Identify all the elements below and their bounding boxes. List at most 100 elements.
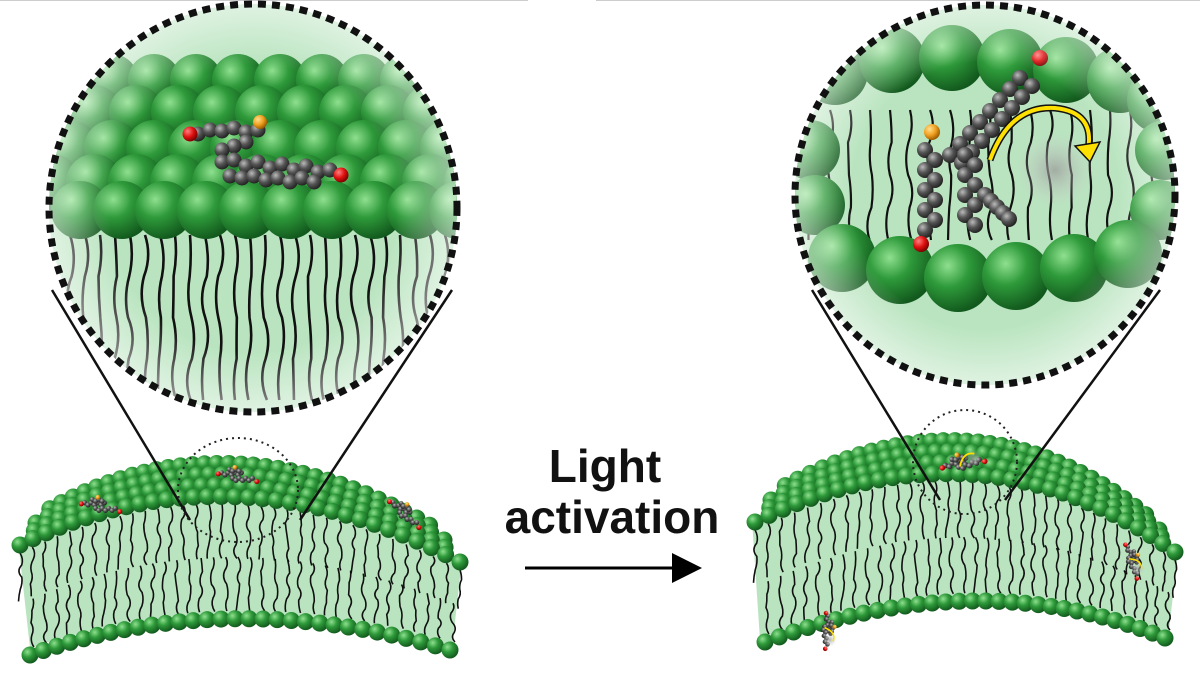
lipid-tail bbox=[129, 513, 135, 568]
lipid-head bbox=[426, 637, 444, 655]
lipid-head bbox=[1129, 519, 1147, 537]
lipid-head bbox=[1104, 505, 1122, 523]
lipid-tail bbox=[309, 562, 316, 615]
left-zoom-inset bbox=[45, 0, 518, 416]
lipid-tail bbox=[76, 580, 83, 633]
lipid-head bbox=[788, 495, 806, 513]
lipid-tail bbox=[1054, 499, 1060, 551]
left-zoom-dashed-border bbox=[45, 0, 461, 416]
carbon-atom bbox=[410, 520, 416, 526]
lipid-head bbox=[897, 467, 915, 485]
lipid-head bbox=[924, 465, 942, 483]
lipid-head bbox=[64, 513, 82, 531]
lipid-head bbox=[1081, 605, 1099, 623]
lipid-tail bbox=[180, 505, 186, 561]
lipid-tail bbox=[373, 576, 380, 624]
right-zoom-inset bbox=[791, 1, 1179, 389]
sulfur-atom bbox=[1135, 552, 1141, 557]
lipid-tail bbox=[1054, 547, 1060, 599]
lipid-tail bbox=[412, 588, 418, 632]
lipid-head bbox=[198, 611, 216, 629]
lipid-head bbox=[451, 553, 469, 571]
oxygen-atom bbox=[939, 465, 946, 471]
lipid-head bbox=[855, 604, 873, 622]
lipid-head bbox=[365, 515, 383, 533]
lipid-head bbox=[462, 120, 518, 176]
lipid-tail bbox=[1006, 486, 1012, 542]
lipid-head bbox=[157, 614, 175, 632]
lipid-head bbox=[268, 611, 286, 629]
lipid-tail bbox=[309, 514, 316, 566]
lipid-head bbox=[977, 592, 995, 610]
lipid-head bbox=[990, 592, 1008, 610]
lipid-tail bbox=[416, 549, 422, 594]
lipid-tail bbox=[925, 538, 931, 596]
lipid-tail bbox=[803, 507, 811, 564]
lipid-tail bbox=[66, 531, 73, 584]
lipid-head bbox=[870, 471, 888, 489]
lipid-tail bbox=[55, 536, 60, 588]
oxygen-atom bbox=[1123, 542, 1128, 548]
lipid-head bbox=[869, 601, 887, 619]
lipid-head bbox=[226, 488, 244, 506]
lipid-tail bbox=[161, 561, 167, 617]
lipid-tail bbox=[1171, 559, 1178, 599]
lipid-tail bbox=[29, 546, 36, 597]
lipid-tail bbox=[90, 576, 96, 630]
right-membrane bbox=[746, 432, 1184, 652]
lipid-tail bbox=[778, 575, 784, 630]
lipid-tail bbox=[982, 483, 989, 540]
lipid-tail bbox=[913, 539, 919, 598]
oxygen-atom bbox=[117, 509, 123, 515]
lipid-tail bbox=[398, 584, 405, 629]
lipid-tail bbox=[960, 536, 967, 594]
oxygen-atom bbox=[823, 610, 829, 616]
lipid-head bbox=[297, 613, 315, 631]
lipid-tail bbox=[297, 512, 303, 564]
lipid-tail bbox=[347, 570, 353, 620]
carbon-atom bbox=[949, 456, 955, 462]
reaction-label: Light activation bbox=[505, 440, 720, 543]
lipid-head bbox=[964, 592, 981, 610]
lipid-head bbox=[1166, 543, 1184, 561]
lipid-head bbox=[240, 610, 258, 628]
lipid-tail bbox=[65, 584, 72, 636]
lipid-head bbox=[309, 499, 327, 517]
lipid-head bbox=[829, 481, 847, 499]
lipid-head bbox=[843, 477, 861, 495]
lipid-head bbox=[799, 619, 817, 637]
molecular-motor-icon bbox=[215, 464, 260, 485]
lipid-head bbox=[1042, 597, 1060, 615]
lipid-tail bbox=[948, 537, 955, 595]
lipid-head bbox=[311, 614, 329, 632]
lipid-head bbox=[1016, 594, 1034, 612]
lipid-tail bbox=[1030, 542, 1036, 597]
lipid-tail bbox=[42, 541, 48, 592]
lipid-head bbox=[143, 616, 161, 634]
lipid-tail bbox=[1148, 543, 1155, 586]
lipid-tail bbox=[1088, 557, 1095, 606]
lipid-tail bbox=[984, 537, 990, 594]
lipid-head bbox=[950, 592, 968, 610]
lipid-head bbox=[441, 641, 459, 659]
lipid-tail bbox=[79, 526, 85, 580]
lipid-tail bbox=[323, 565, 329, 616]
lipid-tail bbox=[112, 570, 118, 625]
lipid-tail bbox=[1042, 544, 1048, 598]
lipid-head bbox=[760, 506, 778, 524]
lipid-tail bbox=[423, 593, 431, 636]
lipid-tail bbox=[444, 562, 450, 604]
left-lower-leaflet-heads bbox=[21, 610, 459, 664]
lipid-tail bbox=[994, 484, 1001, 540]
lipid-head bbox=[323, 502, 341, 520]
lipid-head bbox=[354, 620, 372, 638]
lipid-tail bbox=[429, 555, 436, 599]
lipid-tail bbox=[1133, 575, 1138, 619]
lipid-head bbox=[785, 623, 803, 641]
lipid-tail bbox=[402, 544, 409, 589]
lipid-head bbox=[937, 593, 955, 611]
sulfur-atom bbox=[95, 494, 101, 500]
left-molecular-motors bbox=[78, 464, 422, 531]
lipid-head bbox=[422, 539, 440, 557]
lipid-head bbox=[226, 610, 244, 628]
